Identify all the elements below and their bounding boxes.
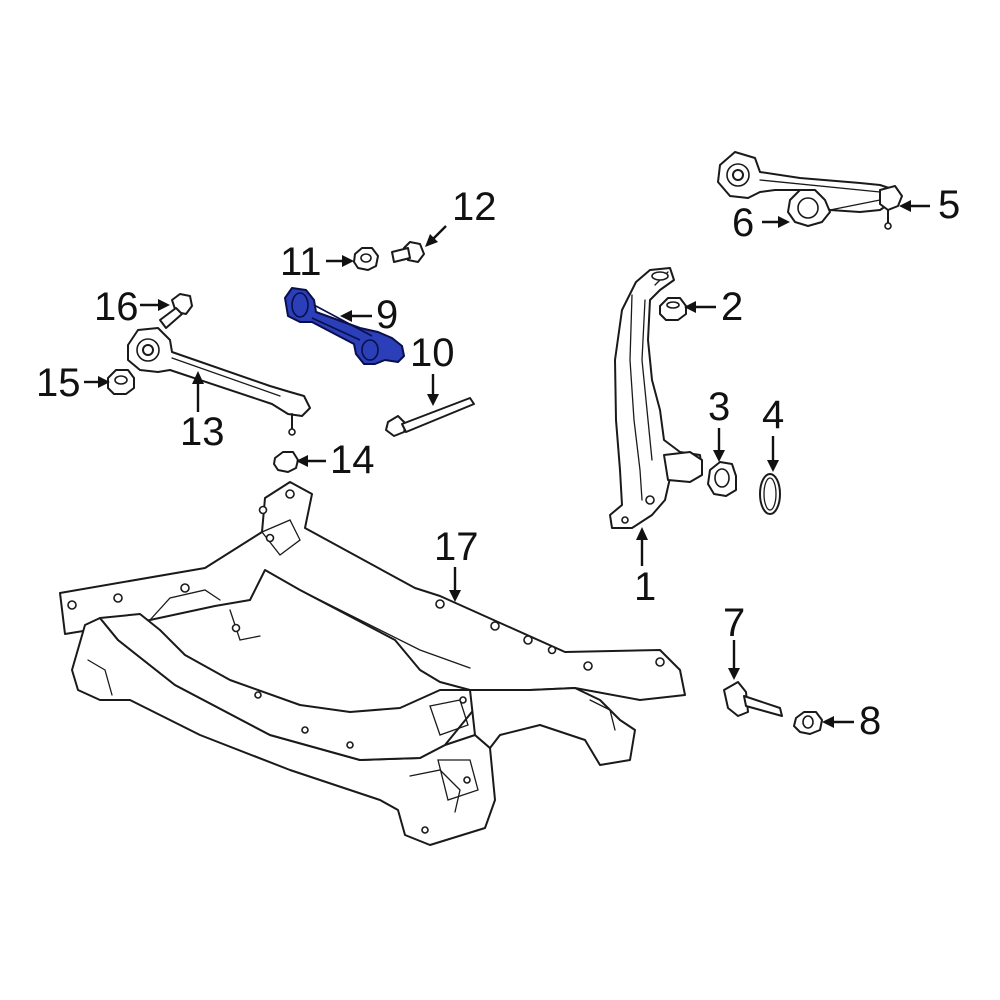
callout-13[interactable]: 13 xyxy=(180,371,225,454)
callout-6[interactable]: 6 xyxy=(732,201,790,245)
callout-10[interactable]: 10 xyxy=(410,331,455,406)
callout-8[interactable]: 8 xyxy=(822,699,881,743)
svg-text:14: 14 xyxy=(330,438,375,482)
part-13-tension-strut[interactable] xyxy=(127,327,311,436)
callouts: 1 2 3 4 5 6 xyxy=(36,183,960,743)
callout-7[interactable]: 7 xyxy=(723,601,745,680)
part-16-bolt[interactable] xyxy=(159,293,193,329)
callout-9[interactable]: 9 xyxy=(340,293,398,337)
svg-text:2: 2 xyxy=(721,285,743,329)
callout-3[interactable]: 3 xyxy=(708,385,730,462)
svg-text:1: 1 xyxy=(634,565,656,609)
callout-12[interactable]: 12 xyxy=(425,185,497,247)
callout-16[interactable]: 16 xyxy=(94,285,170,329)
svg-text:10: 10 xyxy=(410,331,455,375)
callout-1[interactable]: 1 xyxy=(634,527,656,609)
svg-text:4: 4 xyxy=(762,393,784,437)
part-2-nut[interactable] xyxy=(659,297,687,321)
callout-11[interactable]: 11 xyxy=(280,240,354,284)
part-1-steering-knuckle[interactable] xyxy=(609,267,703,529)
svg-text:3: 3 xyxy=(708,385,730,429)
svg-text:13: 13 xyxy=(180,410,225,454)
svg-text:16: 16 xyxy=(94,285,139,329)
part-7-cam-bolt[interactable] xyxy=(723,681,783,717)
callout-17[interactable]: 17 xyxy=(434,525,479,602)
svg-text:8: 8 xyxy=(859,699,881,743)
callout-2[interactable]: 2 xyxy=(684,285,743,329)
svg-text:9: 9 xyxy=(376,293,398,337)
svg-text:6: 6 xyxy=(732,201,754,245)
svg-text:15: 15 xyxy=(36,361,81,405)
part-9-lower-control-arm-highlighted[interactable] xyxy=(284,287,405,365)
callout-5[interactable]: 5 xyxy=(899,183,960,227)
part-5-6-upper-control-arm[interactable] xyxy=(717,151,903,230)
callout-14[interactable]: 14 xyxy=(296,438,375,482)
callout-4[interactable]: 4 xyxy=(762,393,784,472)
part-12-bolt[interactable] xyxy=(391,241,425,263)
part-10-bolt[interactable] xyxy=(385,397,475,437)
part-15-nut[interactable] xyxy=(107,369,135,395)
svg-text:11: 11 xyxy=(280,240,322,284)
svg-text:5: 5 xyxy=(938,183,960,227)
part-3-hub-nut[interactable] xyxy=(707,461,737,497)
svg-text:12: 12 xyxy=(452,185,497,229)
callout-15[interactable]: 15 xyxy=(36,361,110,405)
part-11-nut[interactable] xyxy=(353,247,379,271)
svg-text:7: 7 xyxy=(723,601,745,645)
svg-text:17: 17 xyxy=(434,525,479,569)
part-8-nut[interactable] xyxy=(793,711,823,735)
part-17-crossmember[interactable] xyxy=(59,481,686,846)
part-4-snap-ring[interactable] xyxy=(759,473,781,515)
part-14-nut[interactable] xyxy=(273,451,299,473)
